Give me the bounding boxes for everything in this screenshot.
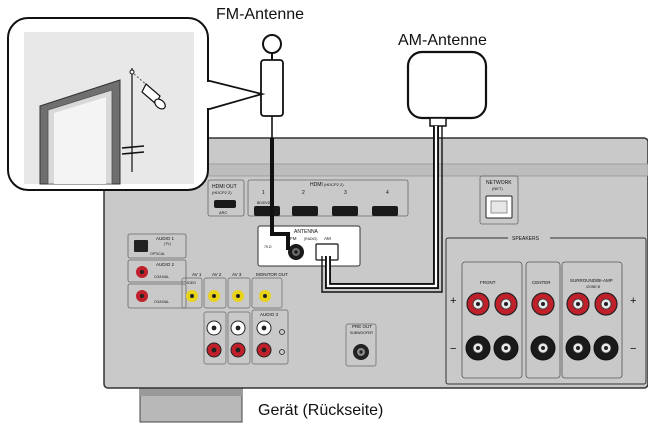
plus-sign-left: + <box>450 295 456 307</box>
speaker-post-surround-l-plus <box>594 292 618 316</box>
av2-label: AV 2 <box>212 272 222 277</box>
av3-label: AV 3 <box>232 272 242 277</box>
audio3-label: AUDIO 3 <box>260 312 279 317</box>
speaker-post-center-plus <box>531 292 555 316</box>
hdmi-out-sub-label: (HDCP2.2) <box>212 190 232 195</box>
audio2-label: AUDIO 2 <box>156 262 175 267</box>
antenna-label: ANTENNA <box>294 229 319 235</box>
fm-antenna-label: FM-Antenne <box>216 6 305 23</box>
video-label-av1: VIDEO <box>185 281 196 285</box>
audio1-label: AUDIO 1 <box>156 236 175 241</box>
audio1-sub-label: (TV) <box>164 242 171 246</box>
front-label: FRONT <box>480 280 496 285</box>
speaker-post-front-r-plus <box>466 292 490 316</box>
fm-antenna-cable <box>270 138 290 250</box>
network-label: NETWORK <box>486 180 512 186</box>
hdmi-num-1: 1 <box>262 190 265 196</box>
center-label: CENTER <box>532 280 551 285</box>
hdmi-in-jack-4 <box>372 206 398 216</box>
hdmi-in-label: HDMI <box>310 182 323 188</box>
device-rear-label: Gerät (Rückseite) <box>258 402 384 419</box>
speaker-post-surround-l-minus <box>593 335 619 361</box>
surround-label: SURROUND/BI-AMP <box>570 278 613 283</box>
hdmi-in-jack-1 <box>254 206 280 216</box>
hdmi-out-jack <box>214 200 236 208</box>
subwoofer-label: SUBWOOFER <box>350 331 373 335</box>
hdmi-num-2: 2 <box>302 190 305 196</box>
antenna-radio-label: (RADIO) <box>304 237 317 241</box>
hdmi-1-jack-label: BD/DVD <box>257 201 271 205</box>
speaker-post-surround-r-plus <box>566 292 590 316</box>
optical-jack <box>134 240 148 252</box>
speaker-post-front-r-minus <box>465 335 491 361</box>
speaker-post-front-l-plus <box>494 292 518 316</box>
av1-label: AV 1 <box>192 272 202 277</box>
fm-antenna-loop <box>262 34 282 54</box>
hdmi-out-arc-label: ARC <box>219 210 228 215</box>
am-antenna-loop <box>406 50 488 120</box>
antenna-am-label: AM <box>324 236 331 241</box>
inset-pushpin-icon <box>141 83 166 110</box>
am-antenna-label: AM-Antenne <box>398 32 487 49</box>
antenna-fm-label: FM <box>290 236 297 241</box>
speaker-post-front-l-minus <box>493 335 519 361</box>
hdmi-num-4: 4 <box>386 190 389 196</box>
network-sub-label: (NET) <box>492 186 503 191</box>
hdmi-in-jack-2 <box>292 206 318 216</box>
hdmi-num-3: 3 <box>344 190 347 196</box>
speaker-post-surround-r-minus <box>565 335 591 361</box>
hdmi-in-jack-3 <box>332 206 358 216</box>
plus-sign-right: + <box>630 295 636 307</box>
hdmi-out-label: HDMI OUT <box>212 184 237 190</box>
zone-b-label: /ZONE B <box>586 285 601 289</box>
coaxial-label-1: COAXIAL <box>154 275 169 279</box>
hdmi-in-sub-label: (HDCP2.2) <box>324 182 344 187</box>
pre-out-label: PRE OUT <box>352 324 372 329</box>
monitor-out-label: MONITOR OUT <box>256 272 288 277</box>
speaker-post-center-minus <box>530 335 556 361</box>
optical-label: OPTICAL <box>150 252 165 256</box>
coaxial-label-2: COAXIAL <box>154 300 169 304</box>
fm-antenna-body <box>260 59 284 117</box>
antenna-ohm-label: 75 Ω <box>264 245 272 249</box>
speakers-label: SPEAKERS <box>512 236 540 242</box>
inset-callout-pointer <box>205 78 266 112</box>
minus-sign-left: − <box>450 343 456 355</box>
minus-sign-right: − <box>630 343 636 355</box>
